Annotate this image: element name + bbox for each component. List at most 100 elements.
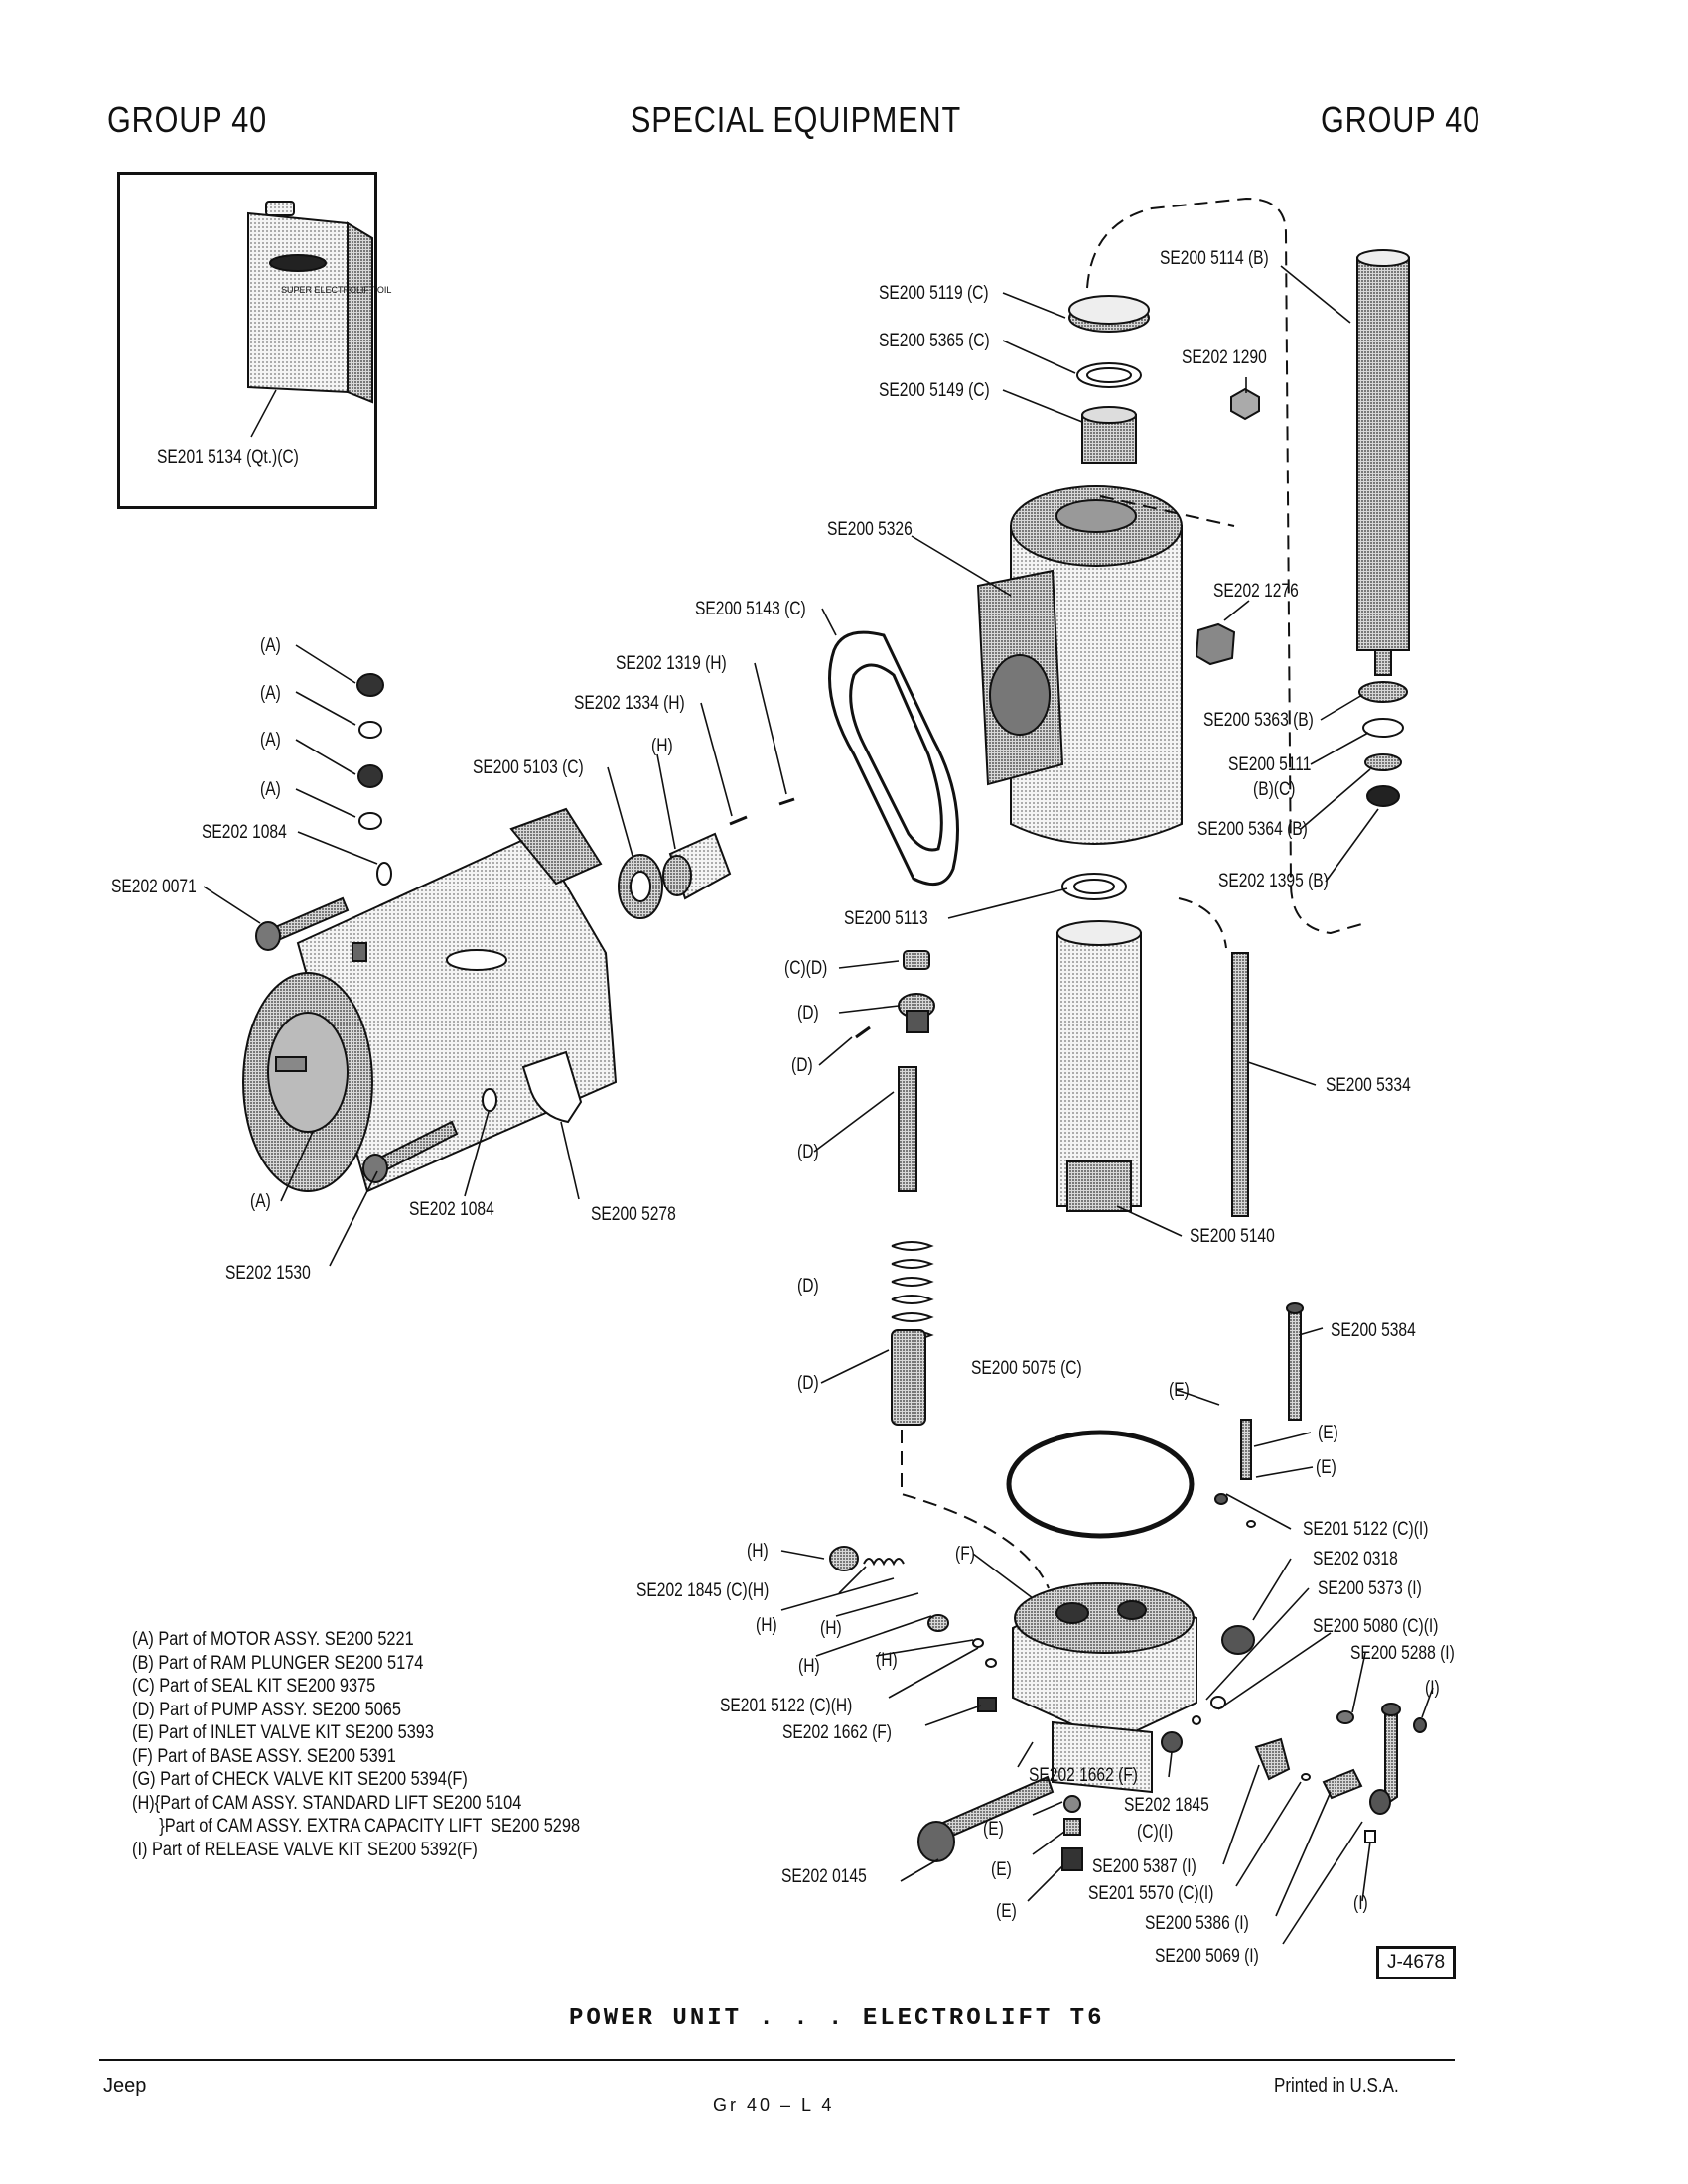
- base-assembly: [1012, 1582, 1197, 1794]
- part-label: (C)(I): [1137, 1822, 1174, 1843]
- legend: (A) Part of MOTOR ASSY. SE200 5221 (B) P…: [132, 1628, 580, 1861]
- legend-item: (B) Part of RAM PLUNGER SE200 5174: [132, 1652, 424, 1674]
- part-label: (H): [798, 1656, 820, 1677]
- part-label: SE200 5119 (C): [879, 283, 989, 304]
- legend-item: (A) Part of MOTOR ASSY. SE200 5221: [132, 1629, 414, 1650]
- legend-item: (F) Part of BASE ASSY. SE200 5391: [132, 1745, 396, 1767]
- long-rod: [1231, 952, 1304, 1421]
- part-label: (E): [1316, 1457, 1336, 1478]
- part-label: (A): [260, 635, 281, 656]
- oil-can-panel: [117, 172, 377, 509]
- ram-plunger: [1356, 249, 1410, 676]
- part-label: SE202 1276: [1213, 581, 1299, 602]
- part-label: SE200 5103 (C): [473, 757, 584, 778]
- part-label: (E): [991, 1859, 1012, 1880]
- part-label: SE200 5373 (I): [1318, 1578, 1422, 1599]
- part-label: SE200 5140: [1190, 1226, 1275, 1247]
- part-label: SE200 5334: [1326, 1075, 1411, 1096]
- part-label: SE200 5387 (I): [1092, 1856, 1196, 1877]
- part-label: (D): [797, 1142, 819, 1162]
- legend-item: }Part of CAM ASSY. EXTRA CAPACITY LIFT S…: [132, 1816, 581, 1837]
- part-label: (A): [260, 730, 281, 751]
- cylinder-body: [976, 485, 1236, 845]
- footer-page-number: Gr 40 – L 4: [713, 2095, 835, 2115]
- cam-valve-parts: [829, 1419, 1427, 1871]
- part-label: (A): [250, 1191, 271, 1212]
- part-label: SE202 1319 (H): [616, 653, 727, 674]
- top-seals: [1068, 295, 1260, 464]
- figure-caption: POWER UNIT . . . ELECTROLIFT T6: [569, 2005, 1105, 2032]
- oil-can-text: SUPER ELECTROLIFT OIL: [281, 285, 391, 295]
- part-label: SE202 1845 (C)(H): [636, 1580, 770, 1601]
- part-label: SE200 5326: [827, 519, 913, 540]
- part-label: (H): [820, 1618, 842, 1639]
- footer-brand: Jeep: [103, 2075, 147, 2097]
- leader-lines: [203, 265, 1434, 1945]
- footer-printed: Printed in U.S.A.: [1274, 2075, 1399, 2097]
- part-label: (E): [1169, 1380, 1190, 1401]
- header-group-right: GROUP 40: [1321, 99, 1480, 140]
- oil-can-illustration: SUPER ELECTROLIFT OIL: [247, 201, 391, 404]
- part-label: SE200 5278: [591, 1204, 676, 1225]
- part-label: SE202 1290: [1182, 347, 1267, 368]
- footer-rule: [99, 2059, 1455, 2061]
- motor-fasteners: [356, 673, 583, 1124]
- part-label: SE202 0071: [111, 877, 197, 897]
- part-label: SE200 5384: [1331, 1320, 1416, 1341]
- part-label: SE200 5111: [1228, 754, 1312, 775]
- part-label: (A): [260, 683, 281, 704]
- part-label: SE200 5149 (C): [879, 380, 990, 401]
- part-label: SE200 5386 (I): [1145, 1913, 1249, 1934]
- part-label: (D): [797, 1003, 819, 1024]
- legend-item: (I) Part of RELEASE VALVE KIT SE200 5392…: [132, 1839, 478, 1860]
- part-label: SE200 5363 (B): [1203, 710, 1314, 731]
- header-group-left: GROUP 40: [107, 99, 267, 140]
- legend-item: (C) Part of SEAL KIT SE200 9375: [132, 1676, 376, 1697]
- part-label: (B)(C): [1253, 779, 1296, 800]
- part-label: (E): [1318, 1423, 1338, 1443]
- part-label: (I): [1425, 1678, 1440, 1699]
- part-label: SE202 1662 (F): [1029, 1765, 1138, 1786]
- part-label: (A): [260, 779, 281, 800]
- part-label: SE200 5069 (I): [1155, 1946, 1259, 1967]
- part-label: SE200 5075 (C): [971, 1358, 1082, 1379]
- legend-item: (G) Part of CHECK VALVE KIT SE200 5394(F…: [132, 1769, 468, 1790]
- part-label: (D): [791, 1055, 813, 1076]
- part-label: SE202 1084: [202, 822, 287, 843]
- part-label: SE200 5080 (C)(I): [1313, 1616, 1439, 1637]
- base-o-ring: [1006, 1430, 1195, 1539]
- oil-part-label: SE201 5134 (Qt.)(C): [157, 447, 299, 468]
- part-label: SE200 5143 (C): [695, 599, 806, 619]
- part-label: SE201 5570 (C)(I): [1088, 1883, 1214, 1904]
- legend-item: (H){Part of CAM ASSY. STANDARD LIFT SE20…: [132, 1792, 522, 1814]
- part-label: SE202 1084: [409, 1199, 494, 1220]
- part-label: SE202 1662 (F): [782, 1722, 892, 1743]
- gasket: [828, 630, 959, 887]
- part-label: (H): [756, 1615, 777, 1636]
- part-label: (H): [651, 736, 673, 756]
- bearing-bushing: [618, 832, 732, 919]
- part-label: (C)(D): [784, 958, 828, 979]
- part-label: (E): [996, 1901, 1017, 1922]
- part-label: (D): [797, 1276, 819, 1297]
- part-label: SE200 5364 (B): [1197, 819, 1308, 840]
- part-label: SE201 5122 (C)(I): [1303, 1519, 1429, 1540]
- ram-plunger-washers: [1358, 681, 1408, 807]
- part-label: SE202 0145: [781, 1866, 867, 1887]
- part-label: (D): [797, 1373, 819, 1394]
- part-label: SE202 1395 (B): [1218, 871, 1329, 891]
- part-label: SE202 1334 (H): [574, 693, 685, 714]
- part-label: SE200 5365 (C): [879, 331, 990, 351]
- part-label: SE200 5114 (B): [1160, 248, 1269, 269]
- bolts: [255, 896, 1055, 1862]
- part-label: SE200 5288 (I): [1350, 1643, 1455, 1664]
- pump-parts: [855, 950, 935, 1426]
- header-title: SPECIAL EQUIPMENT: [631, 99, 961, 140]
- reference-number-box: J-4678: [1376, 1946, 1456, 1979]
- part-label: (F): [955, 1544, 975, 1565]
- small-pins: [729, 797, 795, 826]
- assembly-paths: [901, 197, 1366, 1589]
- part-label: (E): [983, 1819, 1004, 1840]
- part-label: SE200 5113: [844, 908, 928, 929]
